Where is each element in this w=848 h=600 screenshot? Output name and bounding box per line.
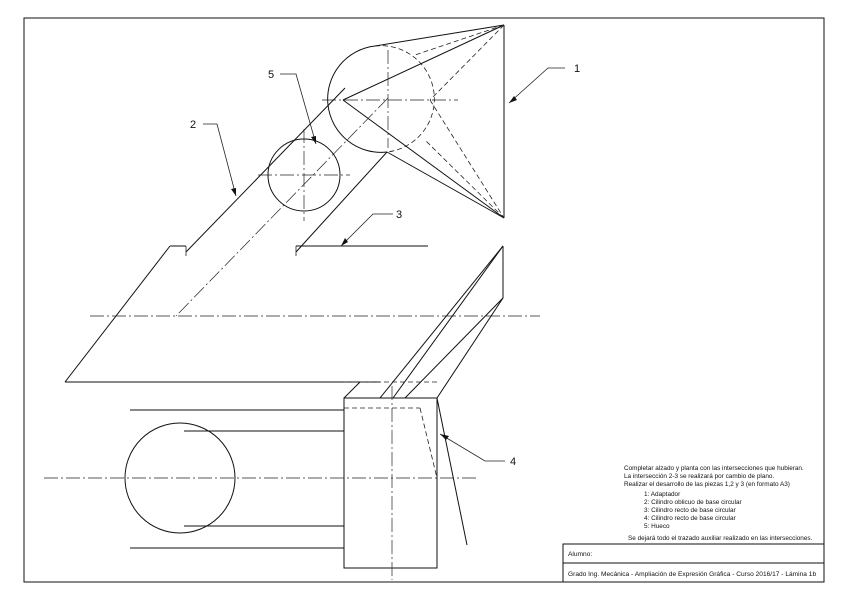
adapter-wedge	[343, 245, 504, 399]
hole-piece-5	[258, 129, 350, 221]
label-part-2: 2	[190, 119, 196, 131]
label-part-4: 4	[510, 456, 516, 468]
cylinder-piece-3	[64, 245, 540, 383]
title-block: Alumno: Grado Ing. Mecánica - Ampliación…	[562, 543, 825, 583]
legend-item: 4: Cilindro recto de base circular	[644, 515, 737, 522]
sheet-border	[23, 17, 825, 583]
elevation-view	[64, 24, 540, 399]
plan-view	[44, 381, 476, 580]
course-line: Grado Ing. Mecánica - Ampliación de Expr…	[568, 571, 816, 578]
label-part-3: 3	[396, 209, 402, 221]
legend-item: 3: Cilindro recto de base circular	[644, 507, 737, 514]
legend-item: 2: Cilindro oblicuo de base circular	[644, 499, 743, 506]
instruction-line-1: Completar alzado y planta con las inters…	[624, 465, 804, 472]
oblique-cylinder-piece-2	[175, 87, 389, 317]
instruction-line-2: La intersección 2-3 se realizará por cam…	[624, 473, 774, 480]
cylinder-piece-4	[44, 381, 476, 580]
instructions-block: Completar alzado y planta con las inters…	[624, 465, 813, 542]
instruction-line-3: Realizar el desarrollo de las piezas 1,2…	[624, 481, 790, 488]
adapter-piece-1	[322, 24, 505, 219]
label-part-5: 5	[268, 69, 274, 81]
legend-item: 5: Hueco	[644, 523, 670, 530]
legend-item: 1: Adaptador	[644, 491, 681, 498]
student-label: Alumno:	[568, 551, 592, 558]
instruction-footer-note: Se dejará todo el trazado auxiliar reali…	[628, 535, 813, 542]
label-part-1: 1	[574, 63, 580, 75]
part-labels: 1 2 3 4 5	[190, 63, 580, 468]
